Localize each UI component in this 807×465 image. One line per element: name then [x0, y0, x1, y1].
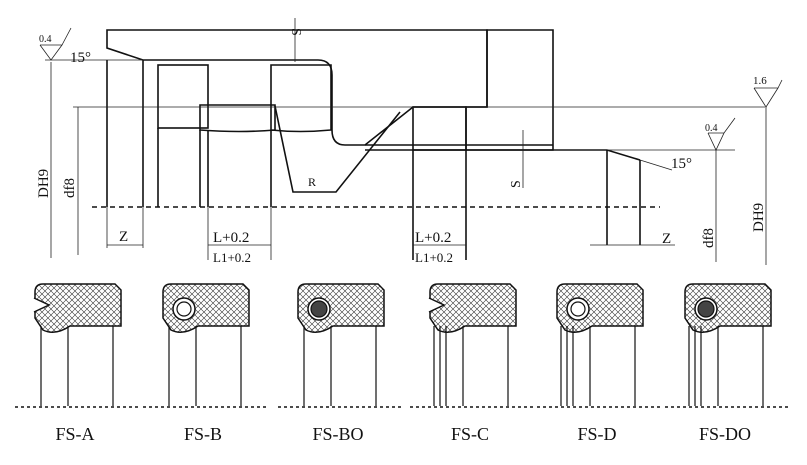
profile-fs-d: FS-D — [537, 283, 662, 444]
solid-o-ring-icon — [310, 300, 328, 318]
dim-dh9-left: DH9 — [36, 169, 52, 198]
dim-z-left: Z — [119, 229, 128, 245]
lip-groove — [33, 297, 51, 313]
seal-profile-body — [34, 283, 122, 333]
r-notch — [274, 105, 401, 193]
profile-fs-do: FS-DO — [665, 283, 790, 444]
dim-s-bottom: S — [509, 180, 524, 188]
groove-gap — [412, 106, 467, 151]
left-seal — [157, 64, 209, 129]
gland-block — [465, 29, 554, 151]
profile-fs-bo: FS-BO — [278, 283, 403, 444]
profile-label: FS-C — [451, 424, 489, 444]
angle-right: 15° — [671, 156, 692, 172]
dim-r: R — [308, 175, 316, 189]
seal-profile-body — [429, 283, 517, 333]
surface-finish-left: 0.4 — [39, 34, 52, 45]
dim-l1-right: L1+0.2 — [415, 250, 453, 265]
profile-label: FS-B — [184, 424, 222, 444]
dim-l1-left: L1+0.2 — [213, 250, 251, 265]
solid-o-ring-icon — [697, 300, 715, 318]
surface-finish-bore: 1.6 — [753, 75, 767, 87]
housing-section — [106, 29, 488, 146]
profile-label: FS-D — [577, 424, 616, 444]
angle-left: 15° — [70, 50, 91, 66]
dim-z-right: Z — [662, 231, 671, 247]
right-seal — [270, 64, 332, 133]
dim-l-left: L+0.2 — [213, 230, 249, 246]
seal-profiles: FS-A FS-B FS-BO FS-C FS-D FS-DO — [15, 283, 790, 444]
hollow-ring-icon — [570, 301, 586, 317]
profile-fs-b: FS-B — [143, 283, 268, 444]
dim-s-top: S — [288, 28, 303, 36]
profile-fs-a: FS-A — [15, 283, 140, 444]
profile-label: FS-BO — [312, 424, 363, 444]
surface-finish-rod: 0.4 — [705, 123, 718, 134]
profile-label: FS-DO — [699, 424, 751, 444]
profile-fs-c: FS-C — [410, 283, 535, 444]
profile-label: FS-A — [55, 424, 94, 444]
dim-dh9-right: DH9 — [751, 203, 767, 232]
dim-df8-left: df8 — [62, 178, 78, 198]
dim-l-right: L+0.2 — [415, 230, 451, 246]
hollow-ring-icon — [176, 301, 192, 317]
center-ring — [199, 104, 276, 133]
lip-groove — [428, 297, 446, 313]
dim-df8-right: df8 — [701, 228, 717, 248]
